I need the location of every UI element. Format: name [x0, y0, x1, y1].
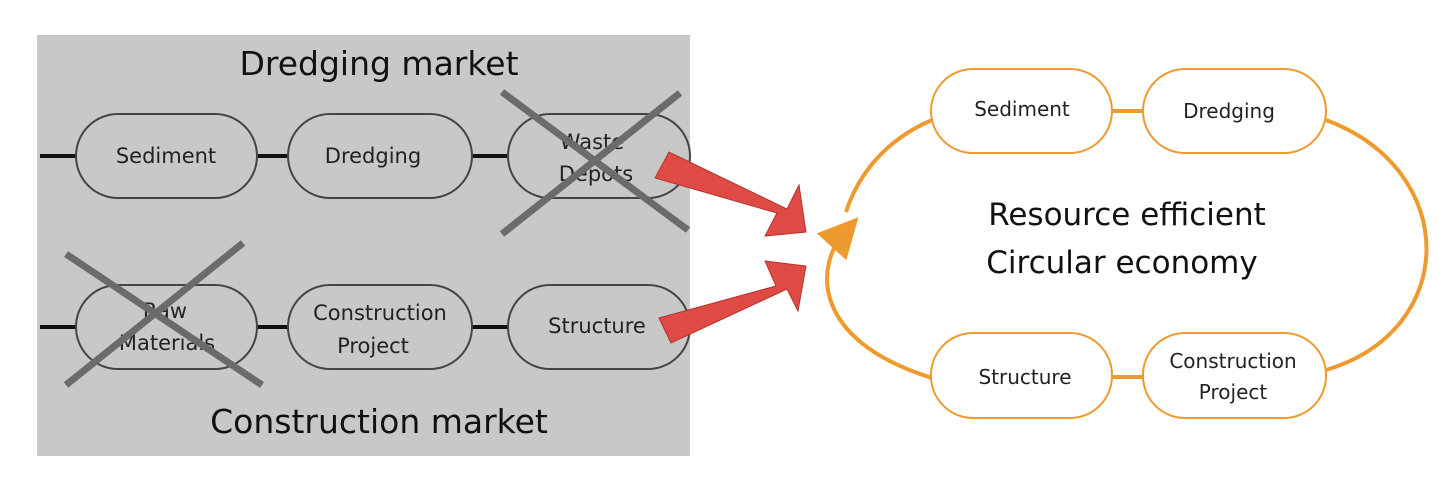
svg-text:Structure: Structure	[548, 314, 646, 338]
svg-text:Structure: Structure	[978, 365, 1071, 389]
cycle-node-dredging: Dredging	[1142, 68, 1327, 154]
svg-text:Sediment: Sediment	[974, 97, 1070, 121]
svg-text:Project: Project	[337, 334, 409, 358]
cycle-loop	[816, 109, 1429, 380]
svg-text:Construction: Construction	[313, 301, 447, 325]
circular-economy-line-1: Resource efficient	[988, 197, 1266, 233]
market-panel	[37, 35, 690, 456]
red-arrow-upper	[654, 151, 807, 237]
svg-text:Sediment: Sediment	[116, 144, 216, 168]
cycle-node-construction-project: Construction Project	[1142, 332, 1327, 419]
cross-out-waste-depots	[499, 89, 691, 237]
construction-market-title: Construction market	[210, 402, 548, 441]
svg-text:Dredging: Dredging	[325, 144, 421, 168]
circular-economy-line-2: Circular economy	[986, 245, 1257, 281]
cross-out-raw-materials	[63, 240, 264, 388]
pill-sediment: Sediment	[75, 113, 258, 199]
svg-text:Construction: Construction	[1169, 349, 1296, 373]
cycle-node-structure: Structure	[930, 332, 1113, 419]
pill-construction-project: Construction Project	[287, 284, 473, 370]
svg-text:Project: Project	[1199, 380, 1268, 404]
pill-dredging: Dredging	[287, 113, 473, 199]
svg-text:Dredging: Dredging	[1183, 99, 1275, 123]
dredging-market-title: Dredging market	[239, 44, 518, 83]
cycle-node-sediment: Sediment	[930, 68, 1113, 154]
red-arrow-lower	[658, 260, 807, 344]
